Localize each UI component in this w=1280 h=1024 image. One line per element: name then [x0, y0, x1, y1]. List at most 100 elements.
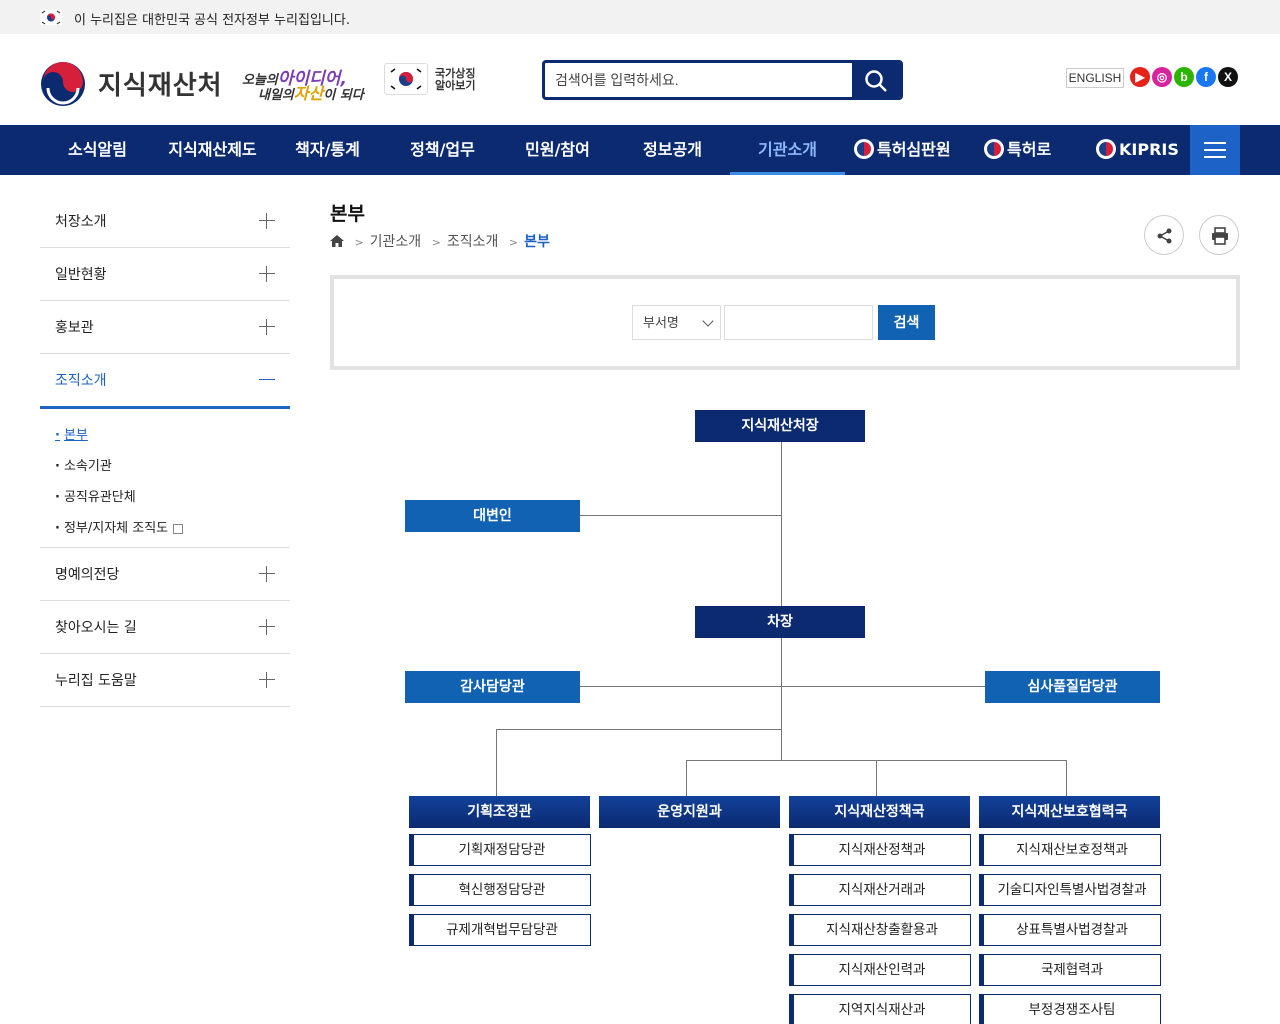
- org-bureau-ip-policy[interactable]: 지식재산정책국: [789, 796, 970, 828]
- org-unit[interactable]: 지식재산거래과: [789, 874, 971, 906]
- plus-icon: [259, 619, 275, 635]
- org-connector: [781, 637, 782, 760]
- org-unit[interactable]: 기술디자인특별사법경찰과: [979, 874, 1161, 906]
- facebook-icon[interactable]: f: [1196, 67, 1216, 87]
- org-box-spokesperson[interactable]: 대변인: [405, 500, 580, 532]
- lnb-item-overview[interactable]: 일반현황: [40, 248, 290, 301]
- org-connector: [781, 441, 782, 606]
- org-connector: [580, 515, 781, 516]
- org-connector: [496, 729, 781, 730]
- korean-flag-icon: [40, 10, 62, 25]
- org-unit[interactable]: 지식재산창출활용과: [789, 914, 971, 946]
- home-icon[interactable]: [330, 234, 344, 247]
- hamburger-menu-button[interactable]: [1190, 125, 1240, 175]
- logo-emblem-icon[interactable]: [40, 61, 86, 107]
- search-input[interactable]: [545, 63, 855, 97]
- gov-banner: 이 누리집은 대한민국 공식 전자정부 누리집입니다.: [0, 0, 1280, 34]
- x-icon[interactable]: X: [1218, 67, 1238, 87]
- org-unit[interactable]: 국제협력과: [979, 954, 1161, 986]
- breadcrumb-item[interactable]: 조직소개: [446, 234, 499, 250]
- org-unit[interactable]: 지역지식재산과: [789, 994, 971, 1024]
- org-connector: [1066, 760, 1067, 796]
- org-connector: [580, 686, 985, 687]
- department-select[interactable]: 부서명: [632, 305, 721, 340]
- search-icon: [865, 70, 887, 92]
- minus-icon: [259, 372, 275, 388]
- org-bureau-operations[interactable]: 운영지원과: [599, 796, 780, 828]
- org-connector: [686, 760, 687, 796]
- nav-item-ip-system[interactable]: 지식재산제도: [168, 140, 257, 159]
- site-search: [542, 60, 903, 100]
- nav-item-about[interactable]: 기관소개: [758, 140, 817, 159]
- lnb-item-help[interactable]: 누리집 도움말: [40, 654, 290, 707]
- org-unit[interactable]: 혁신행정담당관: [409, 874, 591, 906]
- plus-icon: [259, 319, 275, 335]
- logo-text[interactable]: 지식재산처: [98, 71, 223, 101]
- national-symbol-label[interactable]: 국가상징 알아보기: [435, 67, 476, 92]
- org-connector: [496, 729, 497, 796]
- lnb-sub-headquarters[interactable]: 본부: [55, 424, 88, 443]
- korean-flag-icon: [390, 68, 422, 90]
- plus-icon: [259, 672, 275, 688]
- lnb-sub-gov-orgchart[interactable]: 정부/지자체 조직도: [55, 517, 184, 536]
- org-connector: [876, 760, 877, 796]
- main-nav: 소식알림 지식재산제도 책자/통계 정책/업무 민원/참여 정보공개 기관소개 …: [0, 125, 1280, 175]
- lnb-item-directions[interactable]: 찾아오시는 길: [40, 601, 290, 654]
- plus-icon: [259, 266, 275, 282]
- org-unit[interactable]: 지식재산정책과: [789, 834, 971, 866]
- slogan: 오늘의아이디어, 내일의자산이 되다: [242, 69, 364, 103]
- lnb-item-organization[interactable]: 조직소개: [40, 354, 290, 409]
- org-unit[interactable]: 지식재산인력과: [789, 954, 971, 986]
- emblem-icon: [1096, 139, 1116, 159]
- national-symbol-button[interactable]: [384, 63, 428, 95]
- org-bureau-ip-protection[interactable]: 지식재산보호협력국: [979, 796, 1160, 828]
- department-search-input[interactable]: [724, 305, 873, 340]
- breadcrumb: >기관소개 >조직소개 >본부: [330, 231, 550, 251]
- org-unit[interactable]: 지식재산보호정책과: [979, 834, 1161, 866]
- lnb-sub-public-orgs[interactable]: 공직유관단체: [55, 486, 136, 505]
- emblem-icon: [854, 139, 874, 159]
- nav-item-civil[interactable]: 민원/참여: [525, 140, 590, 159]
- nav-active-indicator: [730, 172, 845, 175]
- org-bureau-planning[interactable]: 기획조정관: [409, 796, 590, 828]
- department-search-button[interactable]: 검색: [878, 305, 935, 340]
- print-icon: [1212, 227, 1228, 245]
- lnb-item-hall-of-fame[interactable]: 명예의전당: [40, 548, 290, 601]
- breadcrumb-item[interactable]: 기관소개: [369, 234, 422, 250]
- org-box-quality[interactable]: 심사품질담당관: [985, 671, 1160, 703]
- org-unit[interactable]: 기획재정담당관: [409, 834, 591, 866]
- search-button[interactable]: [852, 63, 900, 97]
- org-box-audit[interactable]: 감사담당관: [405, 671, 580, 703]
- share-icon: [1157, 228, 1172, 244]
- nav-item-news[interactable]: 소식알림: [68, 140, 127, 159]
- emblem-icon: [984, 139, 1004, 159]
- org-box-commissioner[interactable]: 지식재산처장: [695, 410, 865, 442]
- plus-icon: [259, 566, 275, 582]
- chevron-down-icon: [702, 315, 714, 327]
- external-link-icon: [173, 523, 184, 534]
- blog-icon[interactable]: b: [1174, 67, 1194, 87]
- english-button[interactable]: ENGLISH: [1066, 68, 1124, 88]
- org-box-deputy[interactable]: 차장: [695, 606, 865, 638]
- nav-item-publications[interactable]: 책자/통계: [295, 140, 360, 159]
- lnb-sub-affiliates[interactable]: 소속기관: [55, 455, 112, 474]
- breadcrumb-current: 본부: [524, 234, 550, 250]
- nav-link-kipris[interactable]: KIPRIS: [1096, 125, 1179, 175]
- youtube-icon[interactable]: ▶: [1130, 67, 1150, 87]
- divider: [40, 547, 290, 548]
- nav-item-policy[interactable]: 정책/업무: [410, 140, 475, 159]
- department-search-panel: 부서명 검색: [330, 275, 1240, 370]
- nav-link-ipt[interactable]: 특허심판원: [854, 125, 951, 175]
- instagram-icon[interactable]: ◎: [1152, 67, 1172, 87]
- org-unit[interactable]: 규제개혁법무담당관: [409, 914, 591, 946]
- lnb-item-pr[interactable]: 홍보관: [40, 301, 290, 354]
- lnb-item-head-intro[interactable]: 처장소개: [40, 195, 290, 248]
- nav-item-disclosure[interactable]: 정보공개: [643, 140, 702, 159]
- share-button[interactable]: [1144, 215, 1184, 255]
- plus-icon: [259, 213, 275, 229]
- gov-banner-text[interactable]: 이 누리집은 대한민국 공식 전자정부 누리집입니다.: [74, 13, 350, 28]
- org-unit[interactable]: 부정경쟁조사팀: [979, 994, 1161, 1024]
- nav-link-patent-ro[interactable]: 특허로: [984, 125, 1051, 175]
- org-unit[interactable]: 상표특별사법경찰과: [979, 914, 1161, 946]
- print-button[interactable]: [1199, 215, 1239, 255]
